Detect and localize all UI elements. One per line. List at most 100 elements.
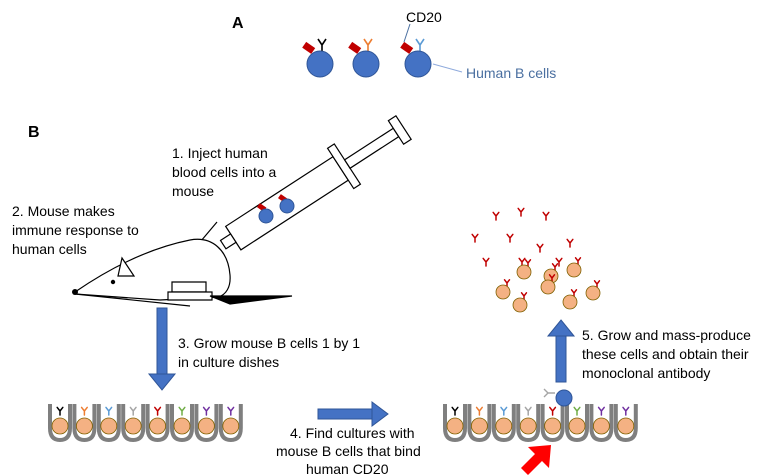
antibody-icon (622, 406, 630, 416)
culture-well (170, 404, 194, 443)
syringe (189, 114, 412, 255)
hybridoma-cell (585, 280, 601, 301)
step1-line1: 1. Inject human (172, 145, 268, 161)
antibody-icon (475, 406, 483, 416)
mouse-b-cell (617, 417, 635, 435)
step4-line3: human CD20 (306, 461, 389, 476)
positive-well-pointer (521, 445, 551, 475)
antibody-icon (129, 406, 137, 416)
hybridoma-cells (495, 257, 601, 313)
panel-b-label: B (28, 124, 40, 141)
antibody-icon (492, 211, 500, 221)
hybridoma-cell (495, 279, 511, 300)
human-b-cell-2 (348, 38, 380, 78)
mouse-nose (72, 289, 78, 295)
panel-a-label: A (232, 15, 244, 32)
step2-line1: 2. Mouse makes (12, 203, 115, 219)
screen-arrow-right (317, 401, 389, 427)
culture-well (145, 404, 170, 443)
mass-produce-arrow-up (546, 319, 576, 383)
mouse-b-cell (149, 417, 167, 435)
culture-well (194, 404, 219, 443)
step4-line2: mouse B cells that bind (276, 443, 421, 459)
culture-well (72, 404, 97, 443)
syringe-cells (257, 194, 295, 224)
step5-line3: monoclonal antibody (582, 365, 710, 381)
culture-well (565, 404, 589, 443)
mouse-b-cell (173, 417, 191, 435)
antibody-icon (482, 257, 490, 267)
b-cells-leader-line (432, 63, 463, 73)
mouse-b-cell (124, 417, 142, 435)
antibody-icon (154, 406, 162, 416)
mouse-b-cell (519, 417, 537, 435)
antibody-icon (471, 233, 479, 243)
cd20-label: CD20 (406, 9, 442, 25)
hybridoma-cell (540, 274, 556, 295)
mouse-b-cell (51, 417, 69, 435)
antibody-icon (566, 238, 574, 248)
culture-well (540, 404, 565, 443)
culture-dishes-left (48, 404, 243, 443)
antibody-icon (524, 406, 532, 416)
hybridoma-cell (512, 292, 528, 313)
hybridoma-cell (562, 289, 578, 310)
step3-line2: in culture dishes (178, 354, 279, 370)
bound-human-b-cell (543, 388, 573, 407)
mouse-b-cell (470, 417, 488, 435)
cd20-leader-line (403, 23, 411, 43)
antibody-icon (178, 406, 186, 416)
hybridoma-cell (516, 259, 532, 280)
antibody-icon (549, 406, 557, 416)
antibody-icon (451, 406, 459, 416)
mouse-b-cell (568, 417, 586, 435)
mouse-icon (74, 238, 293, 307)
antibody-icon (105, 406, 113, 416)
culture-well (589, 404, 614, 443)
antibody-icon (536, 243, 544, 253)
culture-dishes-right (443, 404, 638, 443)
culture-well (491, 404, 516, 443)
mouse-b-cell (593, 417, 610, 435)
mouse-b-cell (197, 417, 215, 435)
antibody-icon (573, 406, 581, 416)
human-b-cell-3 (400, 38, 432, 78)
mouse-b-cell (222, 417, 240, 435)
antibody-icon (555, 257, 563, 267)
antibody-icon (542, 211, 550, 221)
antibody-icon (56, 406, 64, 416)
step2-line2: immune response to (12, 222, 139, 238)
culture-well (443, 404, 467, 443)
free-monoclonal-antibodies (471, 207, 574, 267)
human-b-cells-label: Human B cells (466, 65, 556, 81)
culture-well (613, 404, 638, 443)
step3-line1: 3. Grow mouse B cells 1 by 1 (178, 335, 360, 351)
step1-line3: mouse (172, 183, 214, 199)
mouse-eye (110, 279, 116, 285)
culture-well (218, 404, 243, 443)
culture-well (96, 404, 121, 443)
mouse-b-cell (544, 417, 561, 435)
human-b-cell-1 (302, 38, 334, 78)
antibody-icon (80, 406, 88, 416)
step5-line1: 5. Grow and mass-produce (582, 327, 751, 343)
antibody-icon (500, 406, 508, 416)
grow-arrow-down (147, 307, 177, 391)
step2-line3: human cells (12, 241, 87, 257)
step1-line2: blood cells into a (172, 164, 277, 180)
culture-well (48, 404, 72, 443)
antibody-icon (202, 406, 210, 416)
culture-well (516, 404, 541, 443)
step4-line1: 4. Find cultures with (290, 425, 415, 441)
antibody-icon (227, 406, 235, 416)
antibody-icon (517, 207, 525, 217)
mouse-b-cell (446, 417, 464, 435)
step5-line2: these cells and obtain their (582, 346, 749, 362)
antibody-icon (597, 406, 605, 416)
mouse-b-cell (76, 417, 93, 435)
antibody-icon (506, 233, 514, 243)
culture-well (121, 404, 146, 443)
culture-well (467, 404, 492, 443)
mouse-b-cell (100, 417, 118, 435)
